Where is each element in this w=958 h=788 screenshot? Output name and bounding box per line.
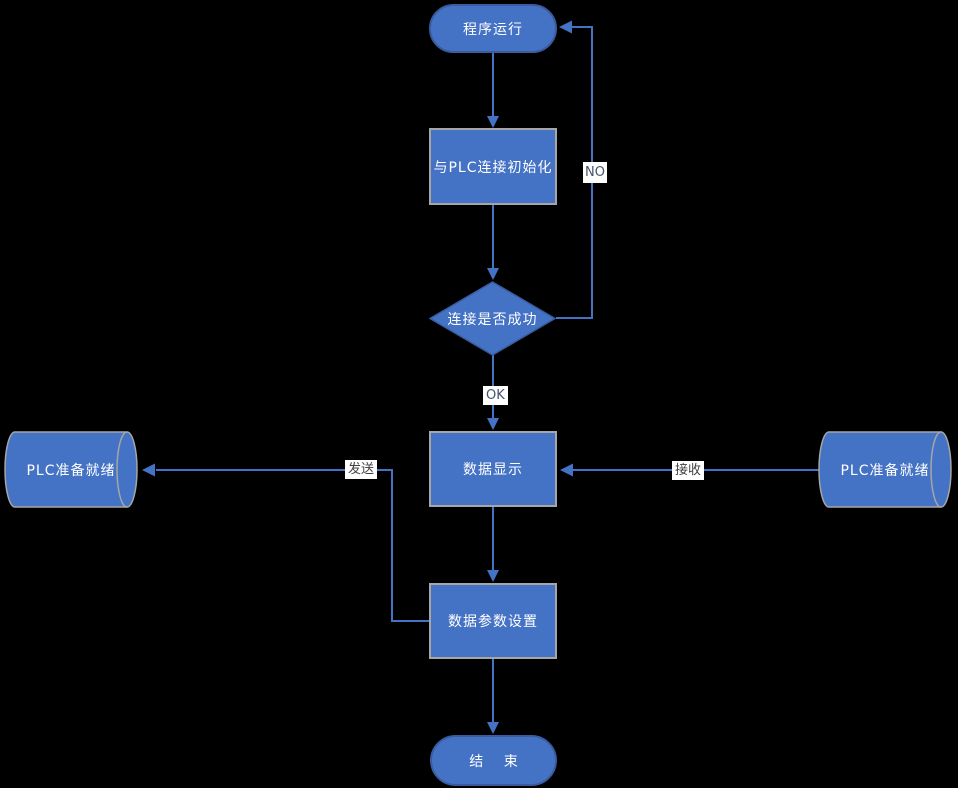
node-plc-send: PLC准备就绪 xyxy=(4,431,138,508)
node-init-label: 与PLC连接初始化 xyxy=(433,159,553,176)
node-end: 结 束 xyxy=(430,735,557,786)
node-plc-receive: PLC准备就绪 xyxy=(818,431,952,508)
node-params: 数据参数设置 xyxy=(429,583,557,659)
edge-label-receive: 接收 xyxy=(672,461,705,480)
node-start: 程序运行 xyxy=(429,4,557,53)
edge-start-to-init xyxy=(487,53,499,128)
cylinder-shape xyxy=(818,431,952,508)
cylinder-shape xyxy=(4,431,138,508)
node-start-label: 程序运行 xyxy=(463,21,523,38)
edge-label-send: 发送 xyxy=(345,460,378,479)
edge-label-no: NO xyxy=(583,162,607,183)
node-plc-receive-label: PLC准备就绪 xyxy=(840,462,930,479)
edge-init-to-decision xyxy=(487,205,499,280)
node-decision: 连接是否成功 xyxy=(429,281,556,356)
node-init: 与PLC连接初始化 xyxy=(429,128,557,205)
edge-send xyxy=(142,463,429,622)
node-display-label: 数据显示 xyxy=(463,462,523,478)
edge-label-ok: OK xyxy=(483,386,508,405)
edge-display-to-params xyxy=(487,507,499,582)
node-params-label: 数据参数设置 xyxy=(448,614,538,630)
node-plc-send-label: PLC准备就绪 xyxy=(26,462,116,479)
node-decision-label: 连接是否成功 xyxy=(447,311,538,328)
decision-diamond-shape xyxy=(429,281,556,356)
edge-params-to-end xyxy=(487,659,499,734)
node-display: 数据显示 xyxy=(429,431,557,507)
node-end-label: 结 束 xyxy=(469,753,526,770)
